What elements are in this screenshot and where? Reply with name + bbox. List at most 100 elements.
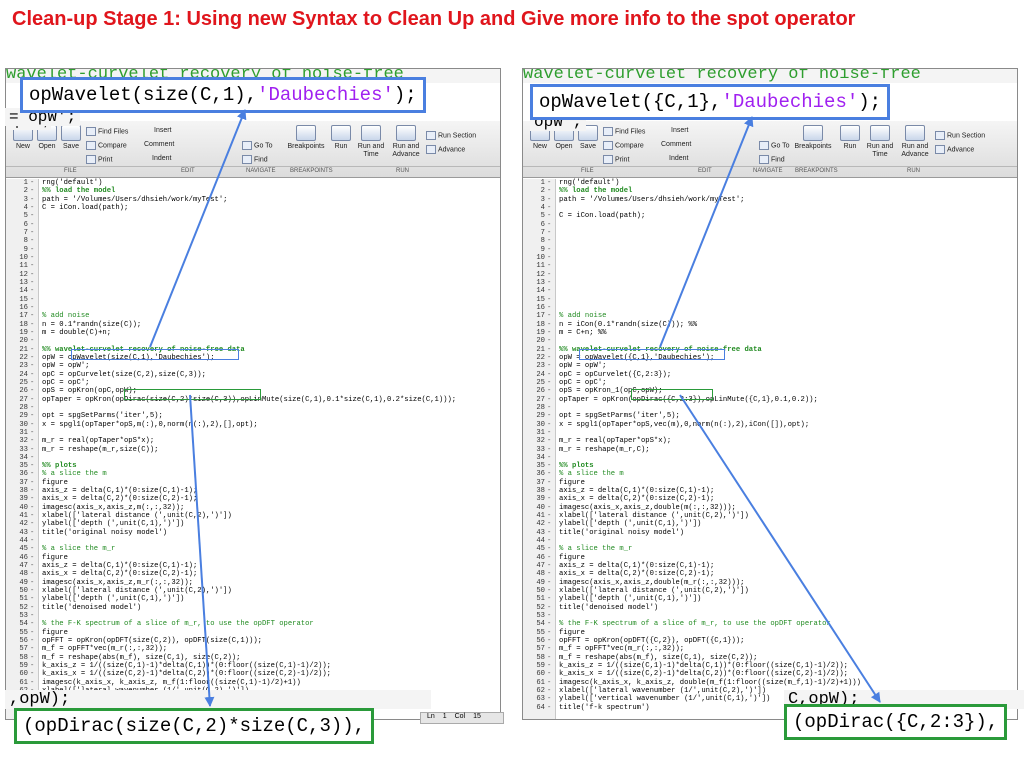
advance-button[interactable]: Advance — [935, 145, 974, 154]
code-line[interactable]: 42-ylabel(['depth (',unit(C,1),')']) — [6, 520, 500, 528]
code-line[interactable]: 25-opC = opC'; — [6, 379, 500, 387]
advance-button[interactable]: Advance — [426, 145, 465, 154]
code-line[interactable]: 28- — [6, 404, 500, 412]
code-line[interactable]: 32-m_r = real(opTaper*opS*x); — [6, 437, 500, 445]
code-line[interactable]: 43-title('original noisy model') — [523, 529, 1017, 537]
run-and-time-button[interactable]: Run and Time — [356, 125, 386, 159]
code-line[interactable]: 54-% the F-K spectrum of a slice of m_r,… — [6, 620, 500, 628]
insert-button[interactable]: Insert — [154, 127, 172, 134]
code-line[interactable]: 41-xlabel(['lateral distance (',unit(C,2… — [6, 512, 500, 520]
code-line[interactable]: 24-opC = opCurvelet(size(C,2),size(C,3))… — [6, 371, 500, 379]
code-line[interactable]: 44- — [6, 537, 500, 545]
go-to-button[interactable]: Go To — [759, 141, 790, 150]
code-line[interactable]: 55-figure — [523, 629, 1017, 637]
code-line[interactable]: 3-path = '/Volumes/Users/dhsieh/work/myT… — [6, 196, 500, 204]
code-line[interactable]: 44- — [523, 537, 1017, 545]
run-and-advance-button[interactable]: Run and Advance — [899, 125, 931, 159]
code-line[interactable]: 10- — [6, 254, 500, 262]
print-button[interactable]: Print — [603, 155, 629, 164]
code-line[interactable]: 30-x = spgl1(opTaper*opS,vec(m),0,norm(n… — [523, 421, 1017, 429]
code-line[interactable]: 35-%% plots — [6, 462, 500, 470]
compare-button[interactable]: Compare — [603, 141, 644, 150]
code-line[interactable]: 8- — [523, 237, 1017, 245]
code-line[interactable]: 23-opW = opW'; — [523, 362, 1017, 370]
code-line[interactable]: 29-opt = spgSetParms('iter',5); — [523, 412, 1017, 420]
code-line[interactable]: 23-opW = opW'; — [6, 362, 500, 370]
code-line[interactable]: 42-ylabel(['depth (',unit(C,1),')']) — [523, 520, 1017, 528]
code-line[interactable]: 56-opFFT = opKron(opDFT(size(C,2)), opDF… — [6, 637, 500, 645]
indent-button[interactable]: Indent — [152, 155, 172, 162]
code-line[interactable]: 11- — [6, 262, 500, 270]
compare-button[interactable]: Compare — [86, 141, 127, 150]
code-line[interactable]: 35-%% plots — [523, 462, 1017, 470]
code-line[interactable]: 13- — [6, 279, 500, 287]
code-line[interactable]: 31- — [523, 429, 1017, 437]
code-line[interactable]: 19-m = double(C)+n; — [6, 329, 500, 337]
code-line[interactable]: 19-m = C+n; %% — [523, 329, 1017, 337]
code-line[interactable]: 60-k_axis_x = 1/((size(C,2)-1)*delta(C,2… — [523, 670, 1017, 678]
find-button[interactable]: Find — [759, 155, 785, 164]
code-line[interactable]: 26-opS = opKron_1(opC,opW); — [523, 387, 1017, 395]
code-line[interactable]: 7- — [6, 229, 500, 237]
run-button[interactable]: Run — [839, 125, 861, 151]
code-line[interactable]: 49-imagesc(axis_x,axis_z,m_r(:,:,32)); — [6, 579, 500, 587]
code-line[interactable]: 50-xlabel(['lateral distance (',unit(C,2… — [523, 587, 1017, 595]
code-line[interactable]: 13- — [523, 279, 1017, 287]
code-line[interactable]: 18-n = iCon(0.1*randn(size(C))); %% — [523, 321, 1017, 329]
code-line[interactable]: 64-title('f-k spectrum') — [523, 704, 1017, 712]
code-line[interactable]: 25-opC = opC'; — [523, 379, 1017, 387]
code-line[interactable]: 50-xlabel(['lateral distance (',unit(C,2… — [6, 587, 500, 595]
code-line[interactable]: 26-opS = opKron(opC,opW); — [6, 387, 500, 395]
code-line[interactable]: 32-m_r = real(opTaper*opS*x); — [523, 437, 1017, 445]
code-line[interactable]: 11- — [523, 262, 1017, 270]
code-line[interactable]: 4- — [523, 204, 1017, 212]
run-section-button[interactable]: Run Section — [426, 131, 476, 140]
code-line[interactable]: 15- — [6, 296, 500, 304]
code-line[interactable]: 55-figure — [6, 629, 500, 637]
insert-button[interactable]: Insert — [671, 127, 689, 134]
code-line[interactable]: 14- — [6, 287, 500, 295]
code-line[interactable]: 3-path = '/Volumes/Users/dhsieh/work/myT… — [523, 196, 1017, 204]
code-line[interactable]: 6- — [6, 221, 500, 229]
code-line[interactable]: 46-figure — [6, 554, 500, 562]
code-line[interactable]: 15- — [523, 296, 1017, 304]
code-line[interactable]: 48-axis_x = delta(C,2)*(0:size(C,2)-1); — [6, 570, 500, 578]
code-line[interactable]: 20- — [6, 337, 500, 345]
code-line[interactable]: 34- — [6, 454, 500, 462]
code-line[interactable]: 31- — [6, 429, 500, 437]
code-line[interactable]: 17-% add noise — [523, 312, 1017, 320]
code-line[interactable]: 9- — [6, 246, 500, 254]
code-line[interactable]: 58-m_f = reshape(abs(m_f), size(C,1), si… — [523, 654, 1017, 662]
comment-button[interactable]: Comment — [661, 141, 692, 148]
run-section-button[interactable]: Run Section — [935, 131, 985, 140]
go-to-button[interactable]: Go To — [242, 141, 273, 150]
code-line[interactable]: 2-%% load the model — [523, 187, 1017, 195]
run-and-advance-button[interactable]: Run and Advance — [390, 125, 422, 159]
code-line[interactable]: 16- — [6, 304, 500, 312]
code-line[interactable]: 57-m_f = opFFT*vec(m_r(:,:,32)); — [523, 645, 1017, 653]
code-line[interactable]: 5-C = iCon.load(path); — [523, 212, 1017, 220]
code-line[interactable]: 33-m_r = reshape(m_r,size(C)); — [6, 446, 500, 454]
breakpoints-button[interactable]: Breakpoints — [793, 125, 833, 151]
code-line[interactable]: 4-C = iCon.load(path); — [6, 204, 500, 212]
code-line[interactable]: 59-k_axis_z = 1/((size(C,1)-1)*delta(C,1… — [6, 662, 500, 670]
code-line[interactable]: 12- — [523, 271, 1017, 279]
code-line[interactable]: 56-opFFT = opKron(opDFT({C,2}), opDFT({C… — [523, 637, 1017, 645]
code-line[interactable]: 6- — [523, 221, 1017, 229]
code-line[interactable]: 18-n = 0.1*randn(size(C)); — [6, 321, 500, 329]
code-line[interactable]: 8- — [6, 237, 500, 245]
code-line[interactable]: 22-opW = opWavelet({C,1},'Daubechies'); — [523, 354, 1017, 362]
code-line[interactable]: 30-x = spgl1(opTaper*opS,m(:),0,norm(n(:… — [6, 421, 500, 429]
code-line[interactable]: 33-m_r = reshape(m_r,C); — [523, 446, 1017, 454]
code-line[interactable]: 40-imagesc(axis_x,axis_z,m(:,:,32)); — [6, 504, 500, 512]
code-line[interactable]: 2-%% load the model — [6, 187, 500, 195]
code-line[interactable]: 49-imagesc(axis_x,axis_z,double(m_r(:,:,… — [523, 579, 1017, 587]
code-line[interactable]: 22-opW = opWavelet(size(C,1),'Daubechies… — [6, 354, 500, 362]
code-line[interactable]: 29-opt = spgSetParms('iter',5); — [6, 412, 500, 420]
code-line[interactable]: 9- — [523, 246, 1017, 254]
code-line[interactable]: 59-k_axis_z = 1/((size(C,1)-1)*delta(C,1… — [523, 662, 1017, 670]
code-line[interactable]: 1-rng('default') — [6, 179, 500, 187]
code-line[interactable]: 14- — [523, 287, 1017, 295]
code-line[interactable]: 1-rng('default') — [523, 179, 1017, 187]
